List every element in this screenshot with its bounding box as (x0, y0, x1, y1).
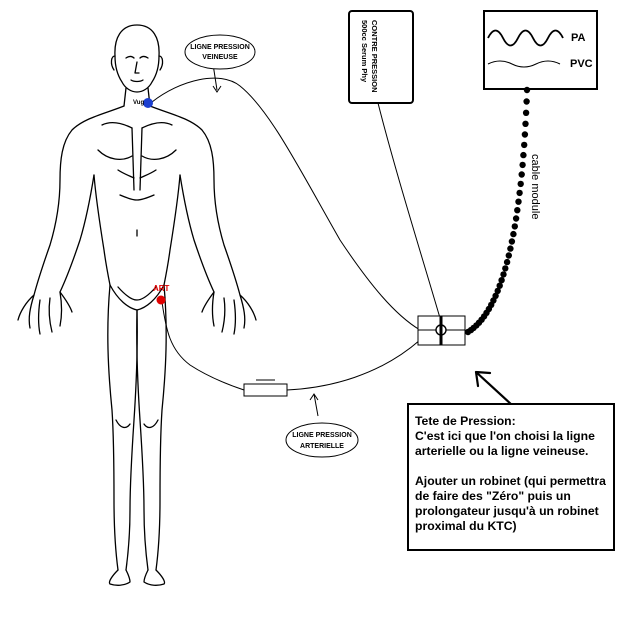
cable-bead (512, 215, 520, 222)
arterial-pressure-line (161, 301, 245, 391)
monitor-pa-label: PA (571, 32, 586, 44)
cable-bead (507, 245, 514, 252)
cable-module-cable (464, 86, 531, 336)
arterial-line-connector (243, 383, 288, 397)
note-title: Tete de Pression: (415, 414, 516, 428)
cable-bead (503, 258, 511, 266)
cable-bead (521, 141, 528, 149)
pressure-head-arrow (474, 370, 514, 407)
cable-bead (500, 271, 507, 278)
cable-bead (522, 109, 530, 117)
cable-bead (520, 151, 527, 159)
cable-module-label: cable module (529, 154, 541, 219)
cable-bead (494, 287, 501, 295)
cable-bead (514, 207, 521, 214)
note-text-1: C'est ici que l'on choisi la ligne arter… (415, 429, 595, 458)
cable-bead (510, 230, 517, 238)
venous-insertion-marker (143, 98, 153, 108)
human-body-figure (17, 24, 257, 586)
monitor-pvc-label: PVC (570, 58, 593, 70)
cable-bead (517, 180, 524, 188)
cable-bead (498, 277, 505, 284)
cable-bead (508, 238, 516, 245)
counter-pressure-label-line1: CONTRE PRESSION (370, 20, 379, 93)
venous-label-line2: VEINEUSE (202, 54, 238, 61)
arterial-label-line2: ARTERIELLE (300, 443, 344, 450)
cable-bead (492, 292, 499, 299)
venous-label-line1: LIGNE PRESSION (190, 44, 250, 51)
cable-bead (521, 131, 529, 138)
cable-bead (511, 223, 518, 230)
cable-bead (516, 189, 523, 197)
venous-label-bubble (184, 34, 256, 70)
monitor-pa-waveform (487, 29, 564, 47)
cable-bead (515, 198, 522, 205)
vug-site-label: Vug (133, 100, 144, 106)
cable-bead (502, 265, 509, 272)
art-site-label: ART (153, 284, 170, 293)
pressure-transducer (417, 315, 466, 346)
pressure-head-note: Tete de Pression: C'est ici que l'on cho… (407, 403, 615, 551)
note-text-2: Ajouter un robinet (qui permettra de fai… (415, 474, 606, 533)
cable-bead (523, 86, 531, 94)
arterial-insertion-marker (156, 295, 166, 305)
arterial-label-arrow (309, 393, 319, 417)
arterial-label-bubble (285, 422, 359, 458)
cable-bead (496, 282, 503, 289)
cable-bead (518, 171, 525, 178)
venous-pressure-line (151, 77, 421, 331)
monitor (483, 10, 598, 90)
cable-bead (523, 98, 530, 105)
cable-bead (519, 161, 526, 169)
arterial-label-line1: LIGNE PRESSION (292, 432, 352, 439)
cable-bead (522, 120, 529, 128)
counter-pressure-label-line2: 500cc Serum Phy (360, 20, 369, 83)
counter-pressure-line (377, 102, 441, 319)
arterial-to-head-line (286, 339, 421, 391)
cable-bead (505, 252, 512, 259)
counter-pressure-bag (348, 10, 414, 104)
monitor-pvc-waveform (487, 60, 561, 68)
